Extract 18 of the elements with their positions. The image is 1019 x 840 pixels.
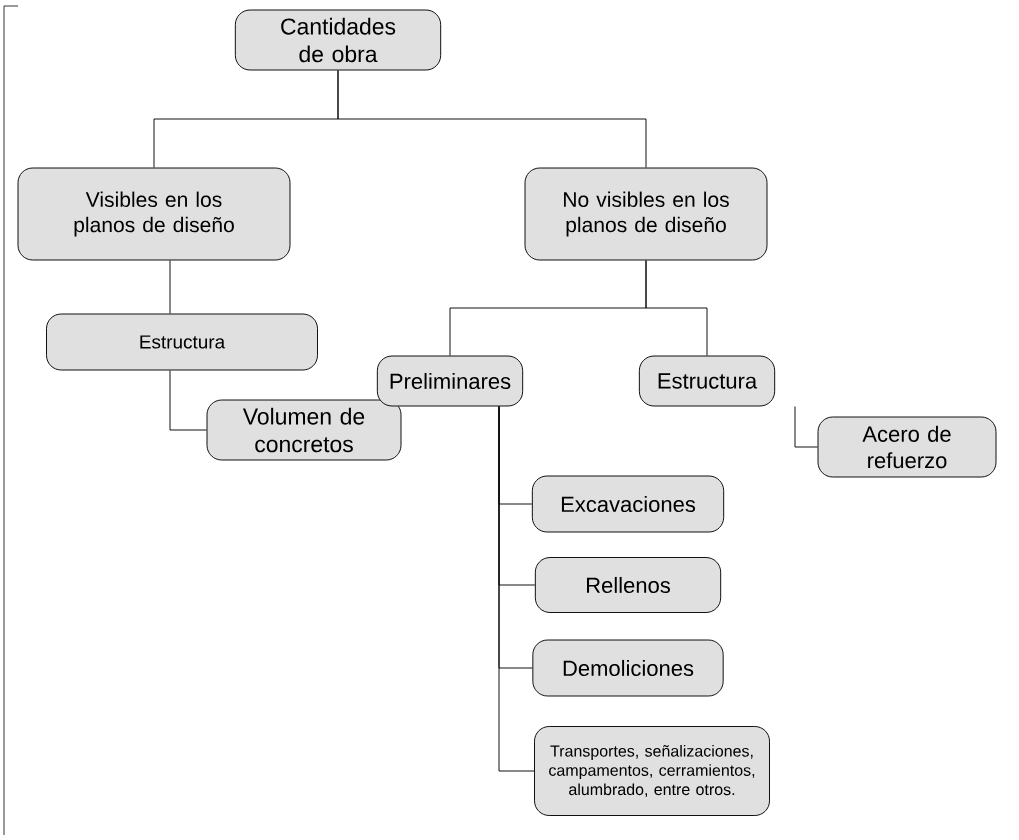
process-box: Acero de refuerzo [817,416,997,478]
process-box: Transportes, señalizaciones, campamentos, cerramientos, alumbrado, entre otros. [534,726,770,816]
process-box: Cantidades de obra [234,9,442,71]
process-box: Visibles en los planos de diseño [17,167,291,261]
process-box: Demoliciones [532,639,724,697]
connector-line [498,406,535,772]
connector-line [169,370,207,431]
process-box: Estructura [46,313,318,371]
connector-line [169,260,171,314]
process-box: No visibles en los planos de diseño [524,167,768,261]
process-box: Excavaciones [531,475,725,533]
process-box: Rellenos [534,557,722,613]
connector-line [645,260,708,356]
connector-line [794,406,818,448]
connector-line [337,70,647,168]
process-box: Estructura [638,355,776,407]
process-box: Preliminares [376,355,524,407]
process-box: Volumen de concretos [206,399,402,461]
